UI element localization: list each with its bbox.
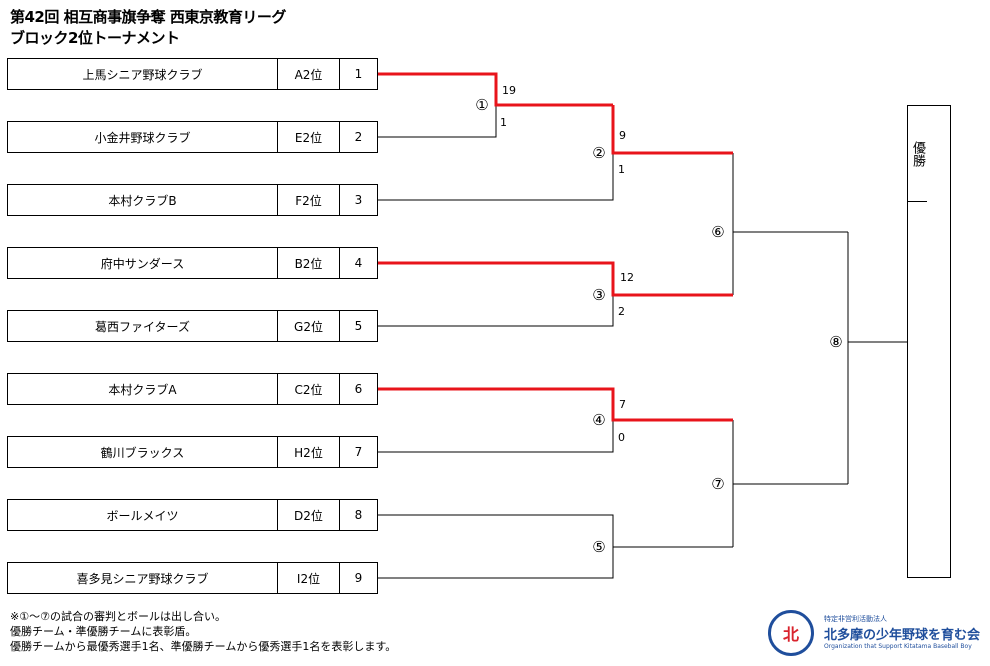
line-m1-bottom [378, 105, 497, 138]
match-3-label: ③ [592, 286, 606, 304]
team-number: 4 [354, 256, 363, 270]
team-number: 9 [354, 571, 363, 585]
team-number: 2 [354, 130, 363, 144]
team-number: 6 [354, 382, 363, 396]
organization-logo: 北 特定非営利活動法人 北多摩の少年野球を育む会 Organization th… [768, 610, 983, 660]
team-name: 鶴川ブラックス [8, 437, 278, 467]
match-6-label: ⑥ [711, 223, 725, 241]
team-number: 5 [354, 319, 363, 333]
note-1: ※①～⑦の試合の審判とボールは出し合い。 [10, 610, 226, 623]
team-rank: F2位 [278, 185, 340, 215]
logo-emblem: 北 [768, 610, 814, 656]
winner-line-m1 [378, 72, 613, 107]
team-rank: E2位 [278, 122, 340, 152]
title-line1: 第42回 相互商事旗争奪 西東京教育リーグ [10, 8, 286, 26]
line-m3-bottom [378, 295, 614, 327]
match-3-top-score: 12 [620, 271, 634, 284]
match-4-label: ④ [592, 411, 606, 429]
notes: ※①～⑦の試合の審判とボールは出し合い。 優勝チーム・準優勝チームに表彰盾。 優… [10, 609, 396, 654]
match-3-bottom-score: 2 [618, 305, 625, 318]
team-name: 本村クラブA [8, 374, 278, 404]
match-1-bottom-score: 1 [500, 116, 507, 129]
team-name: 小金井野球クラブ [8, 122, 278, 152]
winner-line-m2 [611, 105, 733, 155]
logo-small-text: 特定非営利活動法人 [824, 615, 887, 623]
line-m4-bottom [378, 420, 614, 453]
match-4-top-score: 7 [619, 398, 626, 411]
champion-label: 優勝 [908, 106, 927, 202]
team-name: 葛西ファイターズ [8, 311, 278, 341]
team-name: 喜多見シニア野球クラブ [8, 563, 278, 593]
team-rank: I2位 [278, 563, 340, 593]
team-name: 上馬シニア野球クラブ [8, 59, 278, 89]
team-rank: G2位 [278, 311, 340, 341]
team-rank: D2位 [278, 500, 340, 530]
note-3: 優勝チームから最優秀選手1名、準優勝チームから優秀選手1名を表彰します。 [10, 640, 397, 653]
line-m5 [378, 514, 614, 579]
logo-main-text: 北多摩の少年野球を育む会 [824, 628, 981, 643]
match-2-top-score: 9 [619, 129, 626, 142]
winner-line-m3 [378, 261, 733, 297]
match-7-label: ⑦ [711, 475, 725, 493]
team-number: 1 [354, 67, 363, 81]
team-name: 本村クラブB [8, 185, 278, 215]
match-2-label: ② [592, 144, 606, 162]
title-line2: ブロック2位トーナメント [10, 29, 180, 47]
champion-box: 優勝 [907, 105, 951, 578]
match-4-bottom-score: 0 [618, 431, 625, 444]
note-2: 優勝チーム・準優勝チームに表彰盾。 [10, 625, 197, 638]
winner-line-m4 [378, 387, 733, 422]
match-5-label: ⑤ [592, 538, 606, 556]
line-m2-bottom [378, 153, 614, 201]
match-1-top-score: 19 [502, 84, 516, 97]
team-number: 8 [354, 508, 363, 522]
team-name: ボールメイツ [8, 500, 278, 530]
match-8-label: ⑧ [829, 333, 843, 351]
team-rank: B2位 [278, 248, 340, 278]
team-rank: A2位 [278, 59, 340, 89]
match-1-label: ① [475, 96, 489, 114]
logo-english-text: Organization that Support Kitatama Baseb… [824, 643, 972, 650]
team-name: 府中サンダース [8, 248, 278, 278]
team-rank: H2位 [278, 437, 340, 467]
team-number: 7 [354, 445, 363, 459]
team-rank: C2位 [278, 374, 340, 404]
team-number: 3 [354, 193, 363, 207]
match-2-bottom-score: 1 [618, 163, 625, 176]
